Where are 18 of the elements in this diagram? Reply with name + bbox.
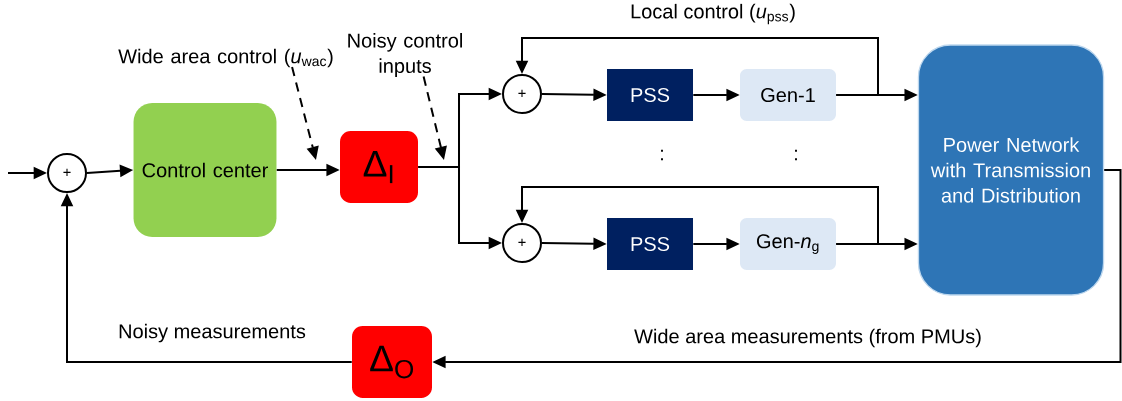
ellipsis-dots: : [661,149,663,161]
uncertainty-box: Δ$_{O}$ [352,326,432,398]
signal-label: Local control (u$_{pss}$) [631,3,795,25]
process-box: PSS [607,69,693,121]
summing-junction: + [502,74,542,114]
annotation-text: Noisy control inputs [348,33,462,77]
network-box: Power Network with Transmission and Distribution [917,44,1105,296]
summing-junction: + [502,223,542,263]
signal-label: Wide area measurements (from PMUs) [634,328,981,348]
process-box: PSS [607,218,693,270]
generator-box: Gen-n$_{g}$ [740,218,836,270]
uncertainty-box: Δ$_{I}$ [340,131,418,203]
annotation-text: Wide area control (u$_{wac}$) [118,48,333,68]
process-box: Control center [133,103,277,237]
generator-box: Gen-1 [740,69,836,121]
ellipsis-dots: : [795,149,797,161]
summing-junction: + [47,153,87,193]
signal-label: Noisy measurements [119,323,306,343]
